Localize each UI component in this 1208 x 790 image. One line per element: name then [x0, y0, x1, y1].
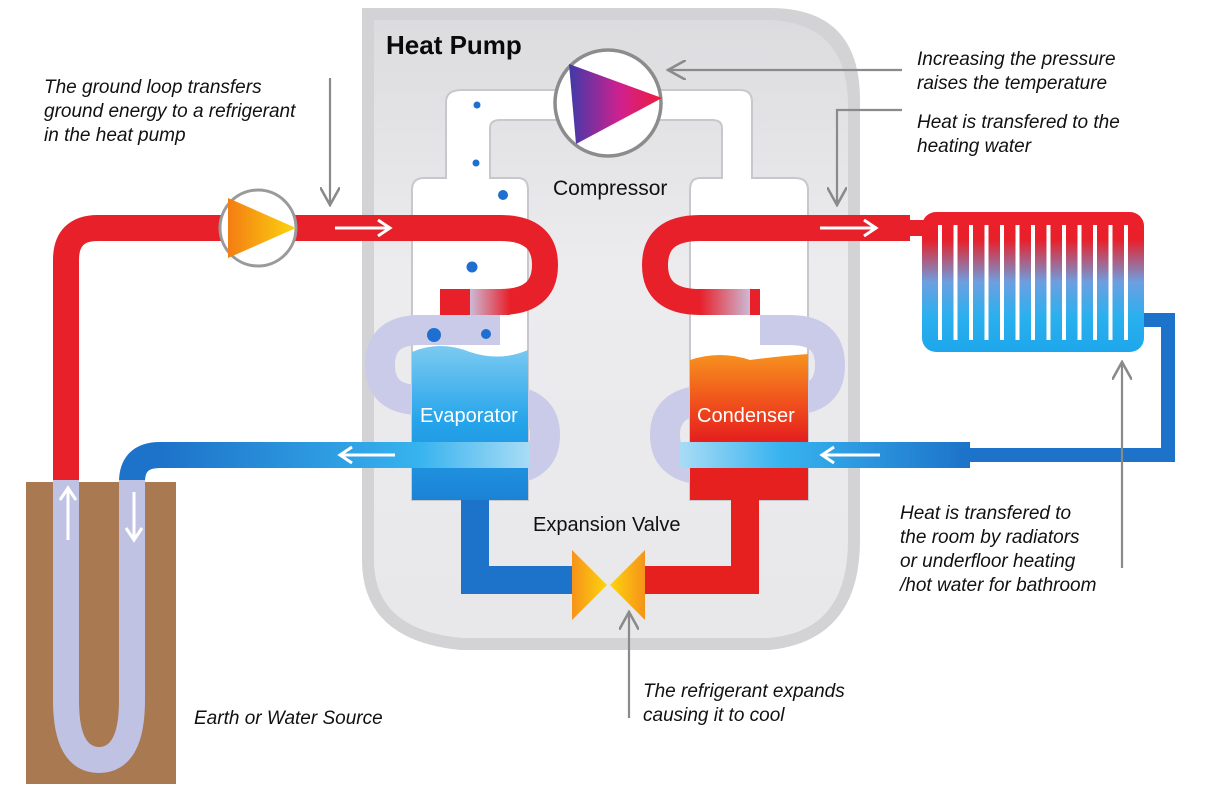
compressor-icon: [553, 48, 663, 158]
earth-block: [26, 480, 176, 784]
condenser-inlet-pipe: [640, 500, 759, 594]
refrigerant-bubbles: [427, 101, 508, 342]
pressure-annotation: Increasing the pressure raises the tempe…: [917, 49, 1116, 94]
heating-water-arrow: [837, 108, 902, 205]
room-annotation: Heat is transfered to the room by radiat…: [900, 503, 1097, 596]
compressor-label: Compressor: [553, 177, 668, 200]
diagram-title: Heat Pump: [386, 30, 522, 60]
condenser-label: Condenser: [697, 405, 795, 427]
expansion-valve-icon: [572, 550, 645, 620]
hot-water-connector: [880, 220, 930, 236]
evaporator-coil-gradient: [470, 289, 510, 315]
ground-loop-supply-pipe: [53, 215, 559, 560]
heating-return-pipe: [960, 313, 1175, 462]
evaporator-outlet-pipe: [461, 500, 580, 594]
expansion-valve-label: Expansion Valve: [533, 514, 681, 536]
ground-loop-annotation: The ground loop transfers ground energy …: [44, 77, 296, 146]
source-label: Earth or Water Source: [194, 708, 383, 729]
annotation-arrows: [330, 70, 1122, 718]
condenser-coil-gradient: [700, 289, 750, 315]
radiator: [922, 212, 1144, 352]
flow-arrows: [58, 218, 880, 543]
circulation-pump-icon: [218, 188, 298, 268]
expands-annotation: The refrigerant expands causing it to co…: [643, 681, 845, 726]
condenser-liquid: [690, 354, 808, 440]
heating-water-annotation: Heat is transfered to the heating water: [917, 112, 1120, 157]
condenser-hot-pipe: [641, 215, 910, 315]
evaporator-label: Evaporator: [420, 405, 518, 427]
